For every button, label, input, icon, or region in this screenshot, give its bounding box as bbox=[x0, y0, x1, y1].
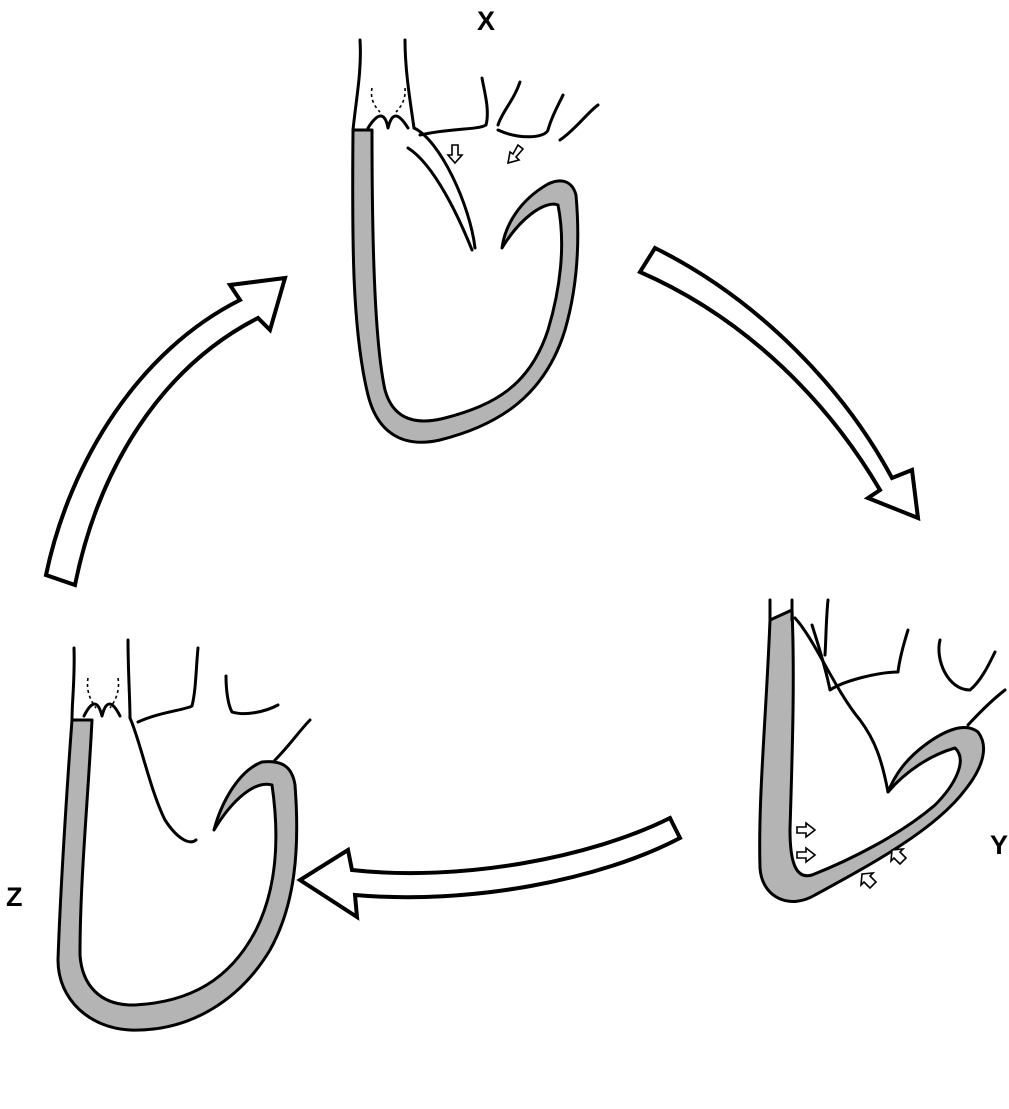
heart-y-contraction-arrow-3 bbox=[861, 873, 876, 888]
heart-z-semilunar-valve bbox=[84, 704, 120, 716]
heart-x-aorta-right bbox=[405, 40, 414, 128]
heart-y-contraction-arrow-4 bbox=[891, 849, 906, 864]
heart-y-septum bbox=[795, 618, 888, 792]
heart-x-semilunar-valve bbox=[368, 116, 408, 128]
heart-x bbox=[353, 40, 598, 442]
heart-z-vessel-1 bbox=[138, 648, 198, 722]
heart-y-contraction-arrow-1 bbox=[797, 823, 815, 837]
heart-x-vessel-1 bbox=[420, 78, 487, 135]
cycle-arrow-x-to-y bbox=[640, 248, 918, 518]
heart-y-contraction-arrow-2 bbox=[797, 848, 815, 862]
stage-label-z: Z bbox=[6, 884, 23, 911]
heart-z-ventricle-wall bbox=[58, 720, 297, 1030]
heart-z-vessel-2 bbox=[226, 676, 278, 714]
heart-x-vessel-2 bbox=[498, 82, 520, 125]
cycle-arrow-y-to-z bbox=[300, 818, 680, 917]
heart-x-aorta-left bbox=[353, 40, 360, 130]
heart-x-backflow-arrow-left bbox=[371, 88, 380, 112]
stage-label-x: X bbox=[477, 8, 495, 35]
heart-x-inflow-arrow-1 bbox=[448, 145, 462, 163]
heart-x-inflow-arrow-2 bbox=[508, 145, 523, 163]
heart-y-ventricle-wall bbox=[760, 610, 984, 901]
cycle-arrow-z-to-x bbox=[46, 278, 285, 585]
heart-y-vessel-3 bbox=[939, 640, 995, 690]
heart-z-septum bbox=[130, 718, 196, 842]
heart-z bbox=[58, 640, 310, 1030]
heart-x-ventricle-wall bbox=[353, 130, 578, 442]
heart-y-vessel-4 bbox=[968, 690, 1005, 725]
heart-x-vessel-4 bbox=[560, 105, 598, 140]
heart-z-aorta-right bbox=[128, 640, 130, 718]
heart-x-backflow-arrow-right bbox=[396, 88, 405, 112]
heart-x-vessel-3 bbox=[498, 95, 563, 137]
stage-label-y: Y bbox=[990, 832, 1008, 859]
heart-x-septum bbox=[414, 128, 475, 248]
heart-z-vessel-3 bbox=[275, 720, 310, 760]
heart-y-vessel-2 bbox=[825, 600, 828, 655]
heart-y bbox=[760, 600, 1005, 901]
heart-z-aorta-left bbox=[72, 648, 74, 720]
